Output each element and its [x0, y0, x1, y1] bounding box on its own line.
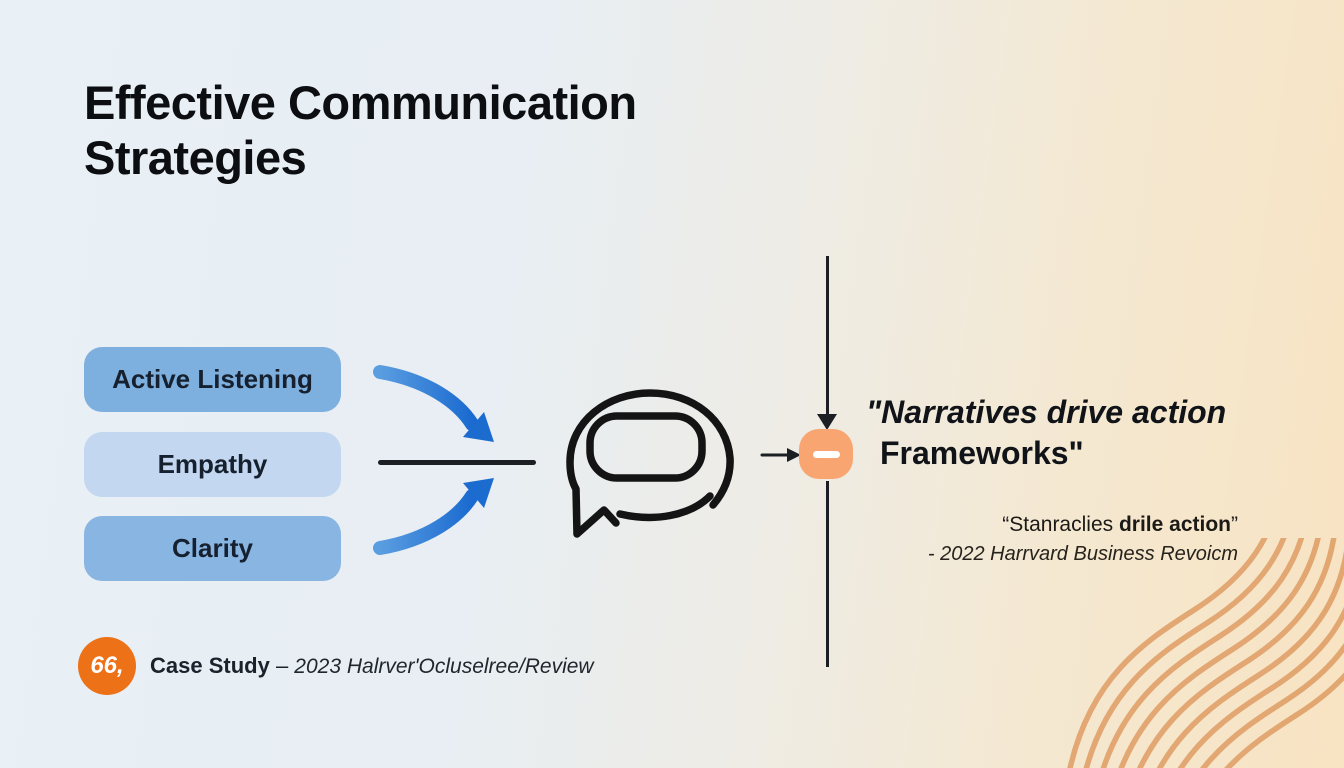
title-line-1: Effective Communication: [84, 76, 637, 129]
case-study-footer: 66, Case Study – 2023 Halrver'Ocluselree…: [78, 637, 594, 695]
quotation-glyph: 66,: [90, 652, 124, 679]
strategy-label: Empathy: [157, 449, 268, 479]
curved-arrow-top-icon: [373, 365, 494, 442]
case-study-text: Case Study – 2023 Halrver'Ocluselree/Rev…: [150, 653, 594, 679]
sub-quote-regular: “Stanraclies: [1002, 513, 1119, 536]
vertical-line-top: [826, 256, 829, 414]
case-study-source: 2023 Halrver'Ocluselree/Review: [294, 655, 594, 678]
down-arrowhead-icon: [817, 414, 837, 430]
sub-quote: “Stanraclies drile action” - 2022 Harrva…: [928, 513, 1238, 566]
main-quote: "Narratives drive action Frameworks": [866, 392, 1226, 474]
vertical-line-bottom: [826, 481, 829, 667]
wavy-lines-decoration: [1067, 538, 1344, 768]
right-arrow-icon: [760, 448, 801, 462]
page-title: Effective Communication Strategies: [84, 76, 637, 186]
minus-icon: [812, 450, 840, 458]
case-study-label: Case Study: [150, 653, 270, 678]
quote-line-1: "Narratives drive action: [866, 394, 1227, 430]
sub-quote-close: ”: [1231, 513, 1238, 536]
case-study-separator: –: [269, 653, 295, 678]
strategy-box-empathy: Empathy: [84, 432, 341, 497]
minus-badge: [799, 429, 853, 479]
curved-arrows: [373, 365, 494, 555]
strategy-box-active-listening: Active Listening: [84, 347, 341, 412]
strategy-box-clarity: Clarity: [84, 516, 341, 581]
curved-arrow-bottom-icon: [373, 478, 494, 555]
sub-quote-attribution: - 2022 Harrvard Business Revoicm: [927, 543, 1238, 565]
horizontal-connector-line: [378, 460, 536, 465]
sub-quote-text: “Stanraclies drile action”: [928, 513, 1238, 537]
quotation-marks-icon: 66,: [78, 637, 136, 695]
sub-quote-bold: drile action: [1118, 513, 1231, 536]
strategy-label: Clarity: [172, 533, 253, 563]
title-line-2: Strategies: [84, 130, 307, 184]
quote-line-2: Frameworks": [880, 434, 1084, 471]
speech-bubble-icon: [566, 389, 734, 538]
strategy-label: Active Listening: [112, 364, 313, 394]
